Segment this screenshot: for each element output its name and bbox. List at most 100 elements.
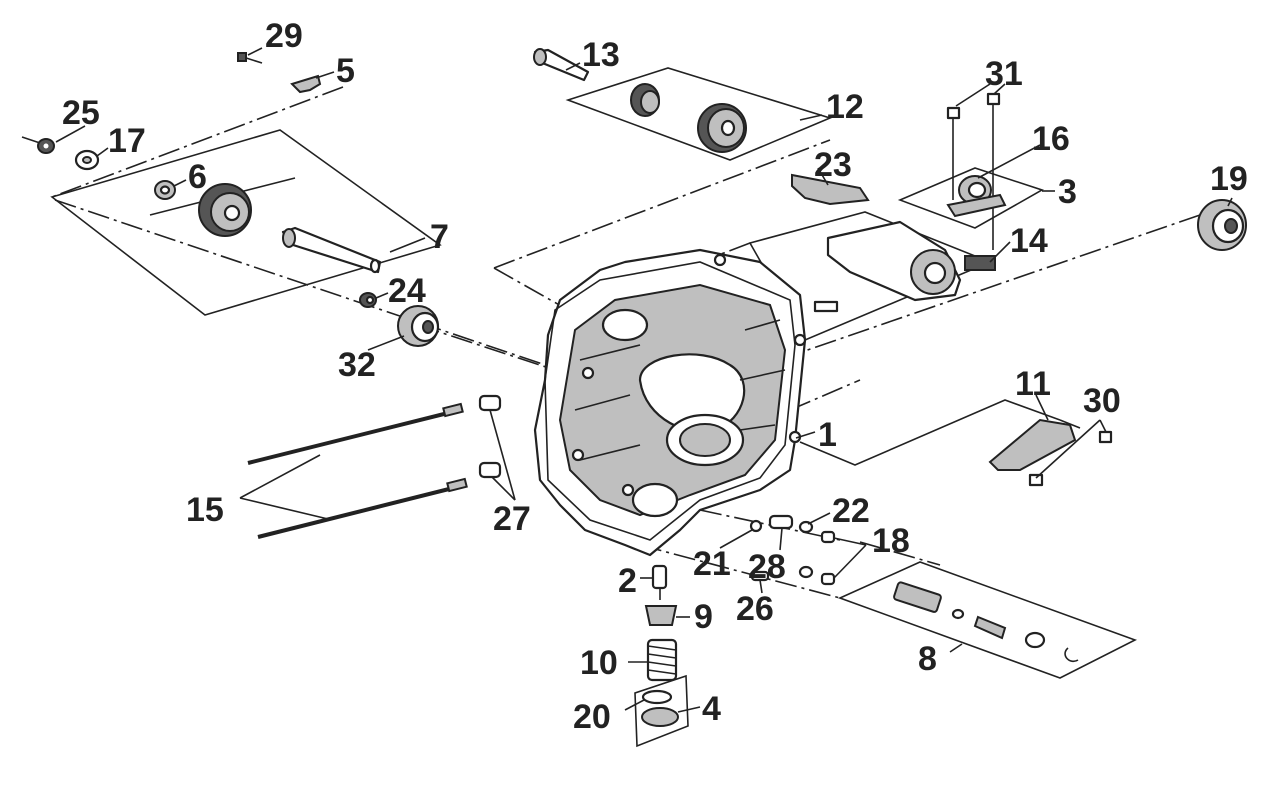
part-12-gear-large bbox=[697, 103, 747, 153]
leader-32 bbox=[367, 335, 405, 351]
callout-9: 9 bbox=[694, 598, 713, 636]
axis-line-l bbox=[417, 324, 556, 371]
callout-24: 24 bbox=[388, 272, 426, 310]
part-23-tube bbox=[791, 173, 870, 206]
callout-8: 8 bbox=[918, 640, 937, 678]
part-6-collar bbox=[154, 180, 176, 200]
callout-2: 2 bbox=[618, 562, 637, 600]
crankcase-rib-1 bbox=[574, 344, 641, 461]
callout-29: 29 bbox=[265, 17, 303, 55]
callout-3: 3 bbox=[1058, 173, 1077, 211]
leader-28 bbox=[779, 527, 783, 551]
crankcase-bolt-hole-1 bbox=[581, 366, 595, 380]
crankcase-flange bbox=[544, 261, 796, 541]
callout-5: 5 bbox=[336, 52, 355, 90]
axis-line-b bbox=[51, 86, 344, 198]
leader-17 bbox=[96, 147, 109, 157]
callout-25: 25 bbox=[62, 94, 100, 132]
callout-1: 1 bbox=[818, 416, 837, 454]
part-27-dowels bbox=[478, 394, 502, 479]
callout-26: 26 bbox=[736, 590, 774, 628]
leader-18a bbox=[833, 537, 867, 546]
part-22-oring bbox=[798, 520, 814, 534]
callout-19: 19 bbox=[1210, 160, 1248, 198]
part-dowel-upper bbox=[813, 300, 839, 313]
callout-10: 10 bbox=[580, 644, 618, 682]
crankcase-bolt-hole-5 bbox=[793, 333, 807, 347]
crankcase-bolt-hole-3 bbox=[621, 483, 635, 497]
callout-12: 12 bbox=[826, 88, 864, 126]
callout-18: 18 bbox=[872, 522, 910, 560]
frame-idle-gears bbox=[565, 67, 833, 161]
main-bearing-bore-inner bbox=[679, 423, 731, 457]
part-18-dowel-upper bbox=[820, 530, 836, 544]
callout-7: 7 bbox=[430, 218, 449, 256]
part-17-washer bbox=[74, 149, 100, 171]
frame-gasket-11 bbox=[799, 399, 1061, 466]
frame-cover-3 bbox=[897, 167, 1044, 229]
leader-7 bbox=[389, 237, 426, 253]
leader-25 bbox=[55, 125, 86, 143]
part-balancer-gear bbox=[198, 183, 252, 237]
callout-27: 27 bbox=[493, 500, 531, 538]
callout-30: 30 bbox=[1083, 382, 1121, 420]
part-12-gear-small bbox=[630, 83, 660, 117]
frame-oil-filter bbox=[634, 674, 689, 748]
callout-4: 4 bbox=[702, 690, 721, 728]
callout-16: 16 bbox=[1032, 120, 1070, 158]
callout-13: 13 bbox=[582, 36, 620, 74]
leader-29 bbox=[247, 47, 263, 56]
leader-26 bbox=[759, 579, 763, 594]
part-25-nut bbox=[21, 136, 55, 154]
part-18-dowel-lower bbox=[820, 572, 836, 586]
part-28-pin bbox=[768, 514, 794, 530]
leader-14 bbox=[989, 241, 1011, 263]
callout-32: 32 bbox=[338, 346, 376, 384]
part-19-bearing bbox=[1197, 199, 1247, 251]
part-13-shaft bbox=[533, 48, 590, 82]
callout-20: 20 bbox=[573, 698, 611, 736]
leader-8 bbox=[949, 643, 963, 653]
axis-line-a bbox=[54, 199, 591, 381]
part-31-bolts bbox=[946, 92, 1001, 250]
leader-22 bbox=[807, 512, 831, 525]
frame-balancer-shaft bbox=[50, 129, 442, 316]
part-3-plate bbox=[946, 193, 1007, 218]
leader-15b bbox=[239, 497, 329, 520]
leader-23 bbox=[817, 167, 829, 186]
callout-23: 23 bbox=[814, 146, 852, 184]
parts bbox=[21, 48, 1247, 727]
leader-18b bbox=[833, 544, 867, 579]
part-24-nut bbox=[359, 292, 377, 308]
callout-28: 28 bbox=[748, 548, 786, 586]
leader-30a bbox=[1035, 419, 1101, 479]
frame-oil-relief bbox=[837, 561, 1138, 679]
part-14-starter-motor bbox=[826, 220, 996, 302]
leader-5 bbox=[315, 71, 335, 79]
part-4-filter bbox=[641, 707, 679, 727]
axis-line-k bbox=[789, 379, 861, 411]
part-29-screw bbox=[237, 52, 263, 64]
part-10-spring bbox=[646, 638, 678, 682]
part-2-dowel bbox=[651, 564, 668, 590]
leader-27b bbox=[491, 476, 516, 501]
part-18-oring-lower bbox=[798, 565, 814, 579]
part-5-bracket bbox=[290, 74, 322, 94]
callout-6: 6 bbox=[188, 158, 207, 196]
leader-30b bbox=[1099, 419, 1107, 433]
leader-11 bbox=[1035, 394, 1049, 421]
callout-15: 15 bbox=[186, 491, 224, 529]
leader-31a bbox=[955, 83, 991, 107]
callout-31: 31 bbox=[985, 55, 1023, 93]
callout-22: 22 bbox=[832, 492, 870, 530]
leader-31b bbox=[993, 83, 1006, 95]
leader-20 bbox=[624, 699, 645, 711]
leader-4 bbox=[677, 706, 701, 713]
leader-27a bbox=[489, 409, 516, 501]
axis-line-i bbox=[859, 541, 941, 566]
part-15-studs bbox=[247, 402, 468, 539]
leader-16 bbox=[977, 144, 1041, 179]
part-7-shaft bbox=[281, 226, 382, 274]
leader-21 bbox=[719, 529, 753, 549]
leader-19 bbox=[1227, 197, 1233, 207]
